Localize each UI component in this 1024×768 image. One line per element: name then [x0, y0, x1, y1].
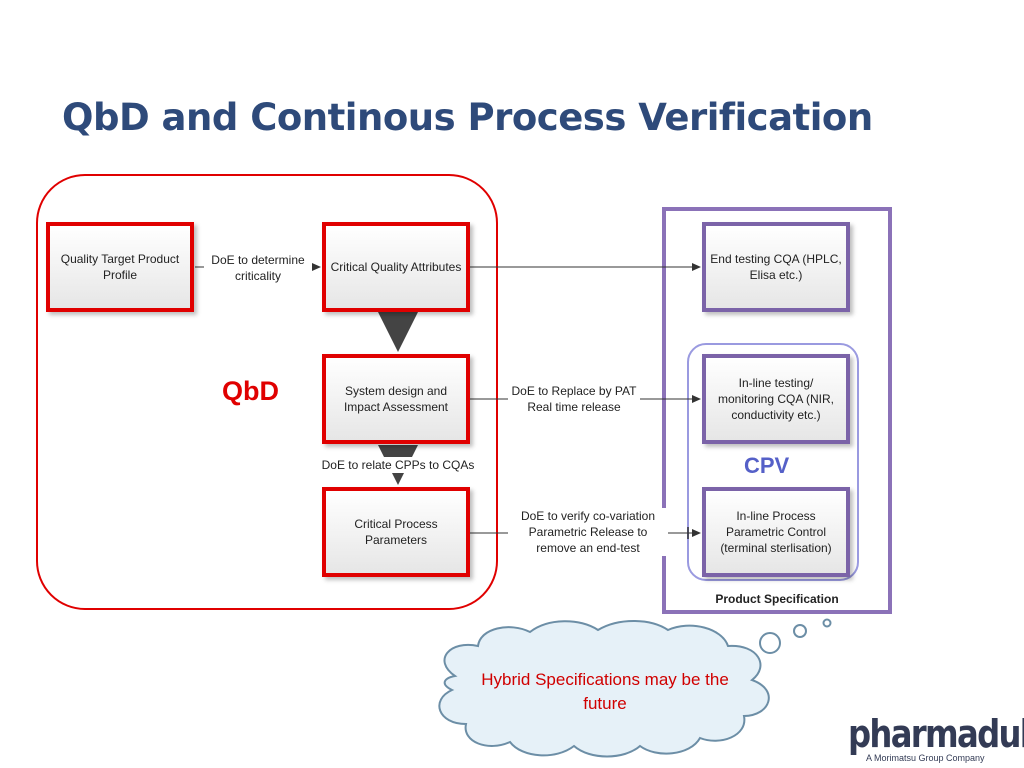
system-design-label: System design and Impact Assessment: [343, 384, 449, 414]
inline-testing-label: In-line testing/ monitoring CQA (NIR, co…: [717, 376, 835, 422]
cpv-region: [687, 343, 859, 581]
qbd-region: [36, 174, 498, 610]
cloud-bubble-large: [759, 632, 781, 654]
product-spec-region: [662, 207, 892, 614]
qtpp-box: Quality Target Product Profile: [46, 222, 194, 312]
thought-cloud: [438, 620, 770, 758]
cloud-bubble-medium: [793, 624, 807, 638]
inline-process-box: In-line Process Parametric Control (term…: [702, 487, 850, 577]
logo-tagline: A Morimatsu Group Company: [866, 753, 985, 763]
inline-testing-box: In-line testing/ monitoring CQA (NIR, co…: [702, 354, 850, 444]
inline-process-label: In-line Process Parametric Control (term…: [720, 509, 832, 555]
cloud-bubble-small: [822, 618, 832, 628]
doe-replace-label: DoE to Replace by PAT Real time release: [508, 383, 640, 415]
cqa-label: Critical Quality Attributes: [330, 260, 462, 274]
system-design-box: System design and Impact Assessment: [322, 354, 470, 444]
product-spec-label: Product Specification: [715, 592, 839, 606]
cqa-box: Critical Quality Attributes: [322, 222, 470, 312]
end-testing-label: End testing CQA (HPLC, Elisa etc.): [710, 252, 842, 282]
cpv-label: CPV: [744, 453, 790, 478]
cpp-label: Critical Process Parameters: [354, 517, 438, 547]
doe-criticality-label: DoE to determine criticality: [204, 252, 312, 284]
cloud-text: Hybrid Specifications may be the future: [481, 670, 729, 713]
qbd-label: QbD: [222, 376, 279, 406]
end-testing-box: End testing CQA (HPLC, Elisa etc.): [702, 222, 850, 312]
doe-relate-label: DoE to relate CPPs to CQAs: [318, 457, 478, 473]
doe-verify-label: DoE to verify co-variation Parametric Re…: [508, 508, 668, 556]
pharmadule-logo: pharmadule: [848, 712, 1024, 756]
qtpp-label: Quality Target Product Profile: [60, 252, 180, 282]
slide-title: QbD and Continous Process Verification: [62, 96, 873, 139]
cpp-box: Critical Process Parameters: [322, 487, 470, 577]
